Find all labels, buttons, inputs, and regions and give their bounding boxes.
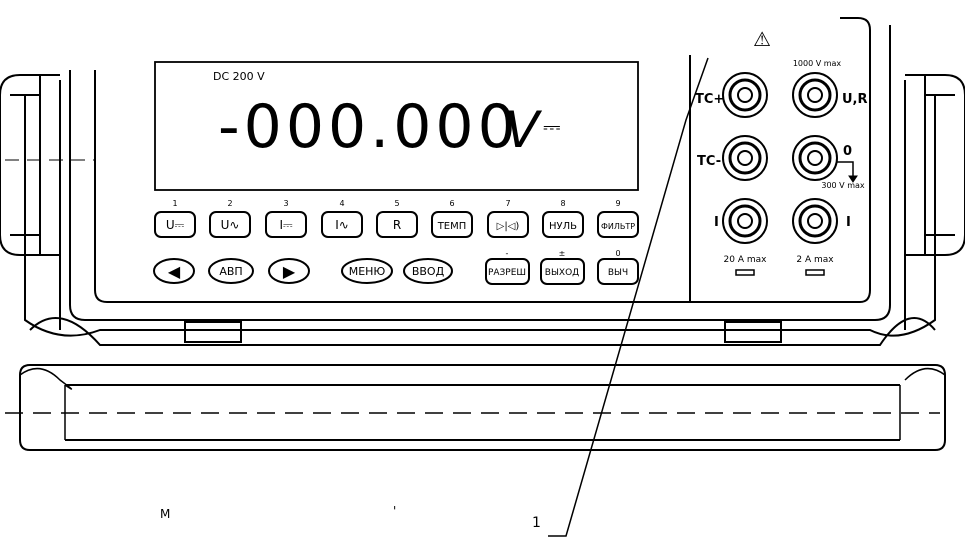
caption-mid-mark: ' [393, 504, 396, 518]
jack-tc-plus[interactable] [722, 72, 768, 118]
callout-number: 1 [532, 515, 541, 531]
key-9-label: ФИЛЬТР [601, 222, 635, 231]
keypad-row-2: ◀ АВП ▶ МЕНЮ ВВОД - РАЗРЕШ ± ВЫХОД [153, 249, 639, 285]
jack-2a[interactable] [792, 198, 838, 244]
key-4-label: I∿ [335, 218, 349, 232]
key-2-button[interactable]: 2U∿ [209, 199, 251, 238]
calc-num: 0 [615, 249, 620, 258]
allow-button[interactable]: - РАЗРЕШ [485, 249, 530, 285]
key-5-number: 5 [394, 199, 399, 208]
display-unit: V [505, 101, 543, 159]
key-2-label: U∿ [221, 218, 240, 232]
i-left-label: I [714, 215, 719, 230]
tc-plus-label: TC+ [695, 92, 724, 107]
key-1-number: 1 [172, 199, 177, 208]
key-2-number: 2 [227, 199, 232, 208]
key-3-number: 3 [283, 199, 288, 208]
key-6-label: ТЕМП [437, 221, 467, 232]
key-5-button[interactable]: 5R [376, 199, 418, 238]
caption-left-mark: M [160, 507, 170, 521]
exit-button[interactable]: ± ВЫХОД [540, 249, 585, 285]
left-bumper [0, 74, 61, 330]
left-arrow-button[interactable]: ◀ [153, 258, 195, 284]
carry-handle [19, 364, 946, 451]
display-window [154, 61, 639, 191]
auto-range-label: АВП [219, 265, 242, 278]
right-arrow-icon: ▶ [283, 262, 296, 281]
enter-label: ВВОД [412, 265, 445, 278]
right-bumper [904, 74, 965, 330]
zero-label: 0 [843, 144, 852, 159]
i-right-label: I [846, 215, 851, 230]
ur-label: U,R [842, 92, 868, 107]
calc-label: ВЫЧ [608, 268, 628, 278]
housing-feet [184, 321, 782, 343]
key-1-button[interactable]: 1U⎓ [154, 199, 196, 238]
key-8-number: 8 [560, 199, 565, 208]
key-4-number: 4 [339, 199, 344, 208]
display-dc-symbol: ⎓ [543, 115, 561, 140]
allow-num: - [506, 249, 509, 258]
key-3-button[interactable]: 3I⎓ [265, 199, 307, 238]
key-9-number: 9 [615, 199, 620, 208]
exit-label: ВЫХОД [545, 268, 579, 278]
display-range-text: DC 200 V [213, 70, 265, 83]
jack-ur[interactable] [792, 72, 838, 118]
display-reading: -000.000 [218, 92, 520, 162]
menu-button[interactable]: МЕНЮ [341, 258, 393, 284]
allow-label: РАЗРЕШ [488, 268, 526, 278]
terminal-panel: ⚠ 1000 V max TC+ U,R TC- 0 300 V max I I… [695, 27, 868, 276]
callout-leader-line [548, 57, 709, 537]
jack-20a[interactable] [722, 198, 768, 244]
max-top-label: 1000 V max [793, 59, 842, 68]
tc-minus-label: TC- [697, 154, 721, 169]
menu-label: МЕНЮ [349, 265, 386, 278]
max-20a-label: 20 A max [724, 255, 768, 265]
key-6-number: 6 [449, 199, 454, 208]
key-7-number: 7 [505, 199, 510, 208]
calc-button[interactable]: 0 ВЫЧ [597, 249, 639, 285]
jack-tc-minus[interactable] [722, 135, 768, 181]
enter-button[interactable]: ВВОД [403, 258, 453, 284]
warning-icon: ⚠ [753, 27, 771, 51]
left-arrow-icon: ◀ [168, 262, 181, 281]
key-4-button[interactable]: 4I∿ [321, 199, 363, 238]
key-8-label: НУЛЬ [549, 221, 577, 232]
key-7-button[interactable]: 7 ▷|◁) [487, 199, 529, 238]
key-3-label: I⎓ [279, 218, 293, 232]
key-7-label: ▷|◁) [497, 221, 520, 232]
fuse-icon [735, 269, 825, 276]
key-5-label: R [393, 218, 401, 232]
exit-num: ± [559, 249, 566, 258]
jack-common[interactable] [792, 135, 858, 183]
max-mid-label: 300 V max [821, 181, 865, 190]
max-2a-label: 2 A max [796, 255, 834, 265]
right-arrow-button[interactable]: ▶ [268, 258, 310, 284]
key-1-label: U⎓ [166, 218, 185, 232]
housing [24, 17, 936, 346]
auto-range-button[interactable]: АВП [208, 258, 254, 284]
